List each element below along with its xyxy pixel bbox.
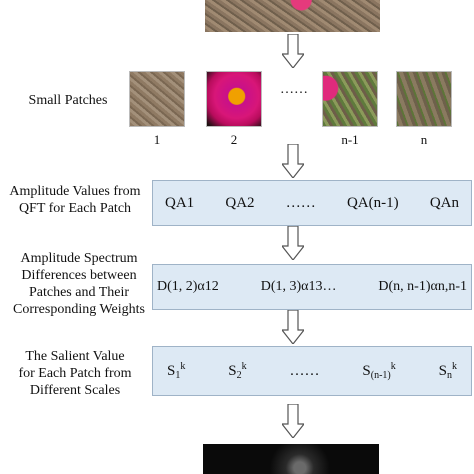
qa-item-n-1: QA(n-1)	[346, 194, 399, 211]
arrow-down-icon	[282, 226, 304, 260]
salient-item-n-1: S(n-1)k	[362, 361, 396, 381]
patch-image-2	[206, 71, 262, 127]
salient-item-1: S1k	[167, 361, 186, 381]
patches-label: Small Patches	[28, 93, 108, 108]
saliency-map-image	[203, 444, 379, 474]
source-image	[205, 0, 380, 32]
patch-number-2: 2	[230, 132, 238, 147]
qa-ellipsis: ……	[285, 194, 316, 211]
amplitude-values-box: QA1 QA2 …… QA(n-1) QAn	[152, 180, 472, 226]
qa-item-n: QAn	[429, 194, 459, 211]
qa-item-2: QA2	[225, 194, 255, 211]
patch-ellipsis: ……	[280, 82, 308, 97]
salient-value-label: The Salient Value for Each Patch from Di…	[18, 349, 132, 398]
patch-number-1: 1	[153, 132, 161, 147]
spectrum-differences-box: D(1, 2)α12 D(1, 3)α13… D(n, n-1)αn,n-1	[152, 264, 472, 310]
patch-number-n: n	[420, 132, 428, 147]
patch-number-n-1: n-1	[341, 132, 359, 147]
patch-image-1	[129, 71, 185, 127]
arrow-down-icon	[282, 310, 304, 344]
difference-item-1-3: D(1, 3)α13…	[260, 279, 337, 294]
salient-item-2: S2k	[228, 361, 247, 381]
arrow-down-icon	[282, 144, 304, 178]
salient-item-n: Snk	[438, 361, 457, 381]
difference-item-n-n-1: D(n, n-1)αn,n-1	[378, 279, 467, 294]
qa-item-1: QA1	[165, 194, 195, 211]
salient-value-box: S1k S2k …… S(n-1)k Snk	[152, 346, 472, 396]
patch-image-n-1	[322, 71, 378, 127]
spectrum-differences-label: Amplitude Spectrum Differences between P…	[13, 251, 145, 317]
salient-ellipsis: ……	[289, 362, 320, 379]
patch-image-n	[396, 71, 452, 127]
arrow-down-icon	[282, 34, 304, 68]
difference-item-1-2: D(1, 2)α12	[157, 279, 219, 294]
arrow-down-icon	[282, 404, 304, 438]
amplitude-values-label: Amplitude Values from QFT for Each Patch	[9, 184, 141, 216]
